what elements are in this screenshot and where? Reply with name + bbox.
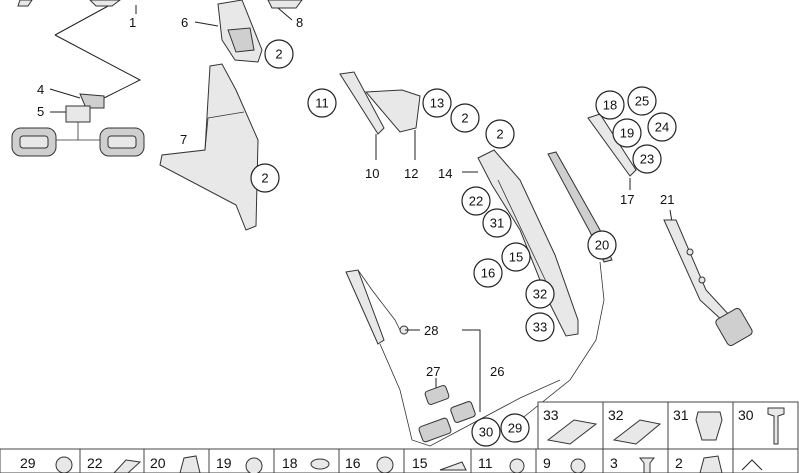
callout-22: 22 xyxy=(469,194,483,209)
part-7-group: 7 2 xyxy=(159,63,280,231)
grommet-symbol xyxy=(741,459,763,471)
callout-5: 5 xyxy=(37,104,44,119)
cell-16-label: 16 xyxy=(345,455,361,471)
cell-20-label: 20 xyxy=(150,455,166,471)
callout-8: 8 xyxy=(296,15,303,30)
callout-17: 17 xyxy=(620,192,634,207)
callout-11: 11 xyxy=(315,96,329,111)
callout-1: 1 xyxy=(129,15,136,30)
callout-30-a: 30 xyxy=(479,425,493,440)
cell-19-label: 19 xyxy=(216,455,232,471)
callout-29-a: 29 xyxy=(508,421,522,436)
callout-16: 16 xyxy=(481,266,495,281)
part-6-8-group: 6 8 2 xyxy=(181,0,303,69)
cell-22-label: 22 xyxy=(87,455,103,471)
a-pillar-trim-group: 22 31 15 16 32 33 xyxy=(461,149,579,342)
cell-2-label: 2 xyxy=(675,455,683,471)
cell-15-label: 15 xyxy=(412,455,428,471)
callout-2-b: 2 xyxy=(261,171,268,186)
cell-11-label: 11 xyxy=(478,455,493,471)
callout-14: 14 xyxy=(438,166,452,181)
cell-9-label: 9 xyxy=(543,455,551,471)
part-21-group: 21 xyxy=(660,192,753,347)
part-17-25-group: 18 25 19 24 23 17 xyxy=(587,86,677,207)
cell-3-label: 3 xyxy=(610,455,618,471)
pillar-trim-shape xyxy=(159,63,259,231)
callout-6: 6 xyxy=(181,15,188,30)
callout-10: 10 xyxy=(365,166,379,181)
part-4-5-group: 4 5 xyxy=(11,82,145,157)
callout-28: 28 xyxy=(424,323,438,338)
fastener-row-upper: 33 32 31 30 xyxy=(537,401,799,450)
callout-31: 31 xyxy=(490,216,504,231)
cell-29-label: 29 xyxy=(20,455,36,471)
callout-15: 15 xyxy=(509,250,523,265)
callout-7: 7 xyxy=(180,132,187,147)
callout-2-d: 2 xyxy=(496,127,503,142)
cell-32-label: 32 xyxy=(608,407,624,423)
callout-21: 21 xyxy=(660,192,674,207)
cable-assembly-group: 28 27 26 30 29 xyxy=(345,269,561,447)
callout-4: 4 xyxy=(37,82,44,97)
callout-25: 25 xyxy=(635,94,649,109)
callout-20: 20 xyxy=(595,238,609,253)
callout-2-a: 2 xyxy=(275,47,282,62)
cell-33-label: 33 xyxy=(543,407,559,423)
part-20-group: 20 xyxy=(519,151,617,421)
motor-shape xyxy=(715,307,753,347)
callout-2-c: 2 xyxy=(461,111,468,126)
cell-18-label: 18 xyxy=(282,455,298,471)
callout-19: 19 xyxy=(620,126,634,141)
callout-32: 32 xyxy=(533,287,547,302)
callout-13: 13 xyxy=(430,96,444,111)
callout-26: 26 xyxy=(490,364,504,379)
callout-27: 27 xyxy=(426,364,440,379)
cell-30-label: 30 xyxy=(738,407,754,423)
callout-33: 33 xyxy=(533,320,547,335)
callout-24: 24 xyxy=(655,120,669,135)
callout-23: 23 xyxy=(640,152,654,167)
part-10-14-group: 11 10 12 13 2 2 14 xyxy=(307,71,515,181)
callout-12: 12 xyxy=(404,166,418,181)
callout-18: 18 xyxy=(603,98,617,113)
cell-31-label: 31 xyxy=(673,407,689,423)
part-1-group: 1 xyxy=(17,0,142,101)
fastener-row-lower: 29 22 20 19 18 16 15 11 9 3 2 xyxy=(0,448,799,473)
